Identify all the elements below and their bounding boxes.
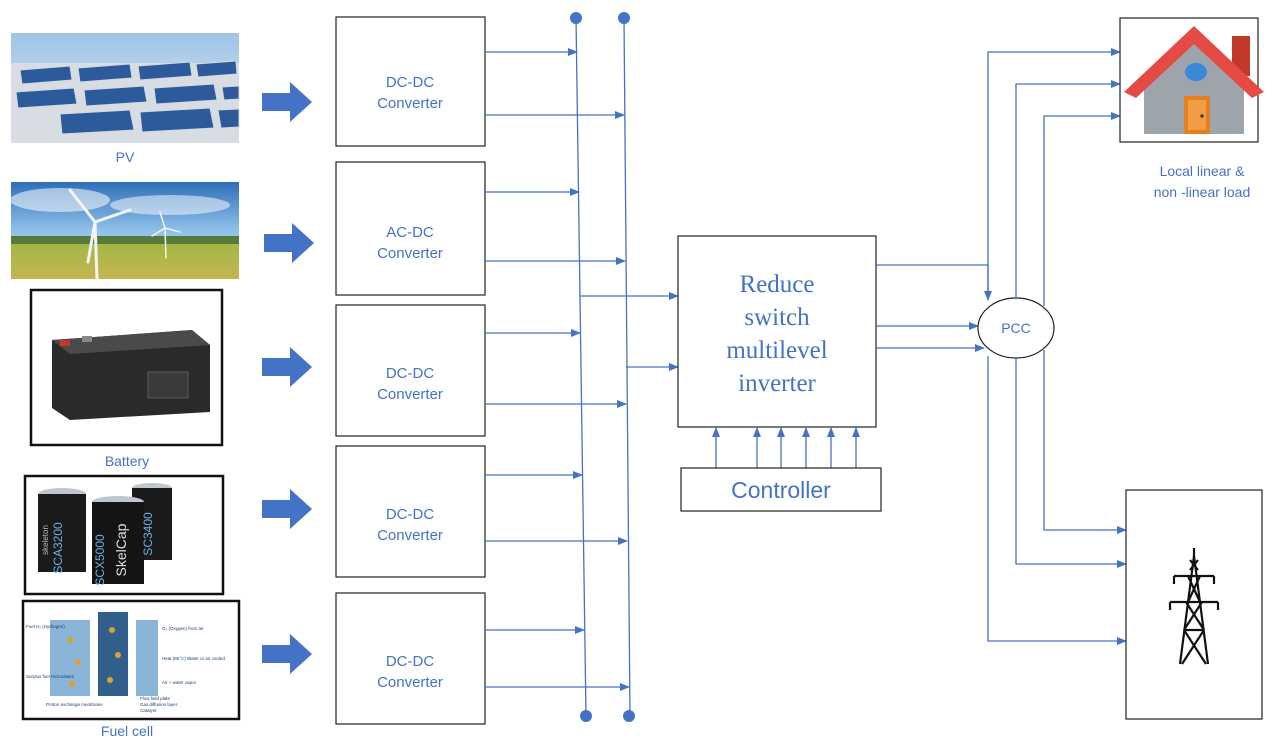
svg-text:inverter: inverter [738,370,816,397]
svg-text:DC-DC: DC-DC [386,653,434,670]
svg-text:multilevel: multilevel [726,337,827,364]
load-label-line2: non -linear load [1154,184,1251,200]
supercap-label-brand: SkelCap [113,523,129,576]
fuelcell-image: Fuel H₂ (Hydrogen) Surplus fuel recircul… [21,599,241,721]
fuelcell-label-5: Air + water vapor [162,680,197,685]
pcc-load-links [987,48,1121,306]
source-arrow-fuelcell [262,634,312,674]
converter-wind: AC-DC Converter [335,161,486,296]
svg-text:AC-DC: AC-DC [386,224,434,241]
fuelcell-label: Fuel cell [101,723,153,739]
svg-text:Converter: Converter [377,95,443,112]
source-arrow-pv [262,82,312,122]
inverter-pcc-links [876,264,992,352]
svg-text:Controller: Controller [731,477,831,503]
source-arrow-battery [262,347,312,387]
battery-label: Battery [105,453,149,469]
house-icon [1124,26,1264,134]
converter-pv: DC-DC Converter [335,16,486,147]
fuelcell-label-1: Fuel H₂ (Hydrogen) [26,624,65,629]
svg-text:switch: switch [744,304,810,331]
fuelcell-label-2: Surplus fuel recirculates [26,674,75,679]
svg-text:Converter: Converter [377,527,443,544]
wind-image [10,182,239,281]
supercap-label-3: SC3400 [141,512,155,556]
supercap-label-maker: skeleton [41,525,50,555]
battery-image [29,288,224,447]
svg-text:DC-DC: DC-DC [386,365,434,382]
converter-fuelcell: DC-DC Converter [335,592,486,725]
converter-bus-links [485,48,630,691]
fuelcell-label-8: Gas diffusion layer [140,702,178,707]
source-arrows [262,82,314,674]
svg-text:Converter: Converter [377,674,443,691]
fuelcell-label-6: Proton exchange membrane [46,702,103,707]
source-arrow-supercap [262,489,312,529]
inverter-block: Reduce switch multilevel inverter [677,235,877,428]
controller-block: Controller [680,467,882,512]
svg-text:DC-DC: DC-DC [386,74,434,91]
dc-bus [570,12,635,722]
controller-signals [712,427,860,468]
fuelcell-label-3: O₂ (Oxygen) from air [162,626,204,631]
pv-label: PV [116,149,135,165]
source-arrow-wind [264,223,314,263]
svg-text:Converter: Converter [377,245,443,262]
load-label-line1: Local linear & [1160,163,1245,179]
converter-supercap: DC-DC Converter [335,445,486,578]
local-load-block [1119,17,1264,143]
pv-image [11,33,240,143]
pcc-grid-links [987,350,1127,645]
pcc-node: PCC [977,297,1055,359]
supercap-label-1: SCA3200 [51,522,65,574]
fuelcell-label-7: Flow field plate [140,696,171,701]
supercapacitor-image: SCA3200 SCX5000 SC3400 SkelCap skeleton [23,474,225,596]
converter-battery: DC-DC Converter [335,304,486,437]
svg-text:PCC: PCC [1001,320,1031,336]
grid-block [1125,489,1263,720]
fuelcell-label-9: Catalyst [140,708,157,713]
svg-text:DC-DC: DC-DC [386,506,434,523]
svg-text:Reduce: Reduce [740,271,815,298]
fuelcell-label-4: Heat (85°C) Water or air cooled [162,656,225,661]
svg-text:Converter: Converter [377,386,443,403]
supercap-label-2: SCX5000 [93,534,107,586]
transmission-tower-icon [1168,548,1220,665]
bus-inverter-links [580,292,679,371]
